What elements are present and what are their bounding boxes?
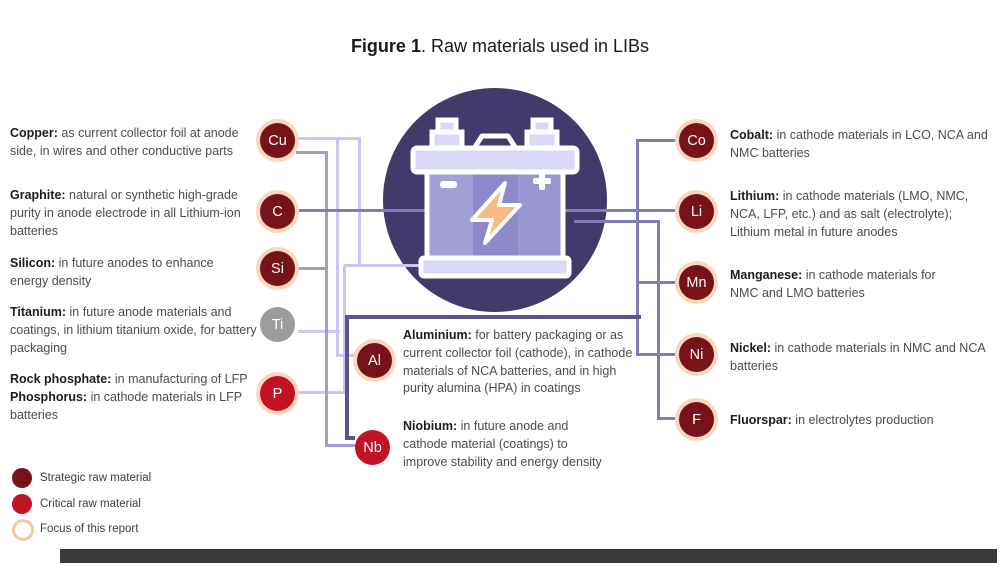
connector-line: [344, 264, 472, 267]
connector-line: [638, 353, 677, 356]
material-niobium-text: Niobium: in future anode and cathode mat…: [403, 419, 602, 469]
battery-icon: [410, 117, 580, 279]
legend-critical-dot: [12, 494, 32, 514]
element-c: C: [260, 194, 295, 229]
minus-terminal-icon: [440, 181, 457, 188]
element-symbol: Nb: [363, 439, 382, 456]
material-manganese-text: Manganese: in cathode materials for NMC …: [730, 268, 936, 300]
connector-line: [298, 391, 347, 394]
connector-line: [345, 436, 355, 440]
element-symbol: C: [272, 203, 283, 220]
connector-line: [638, 281, 677, 284]
material-titanium-text: Titanium: in future anode materials and …: [10, 305, 257, 355]
material-aluminium-text: Aluminium: for battery packaging or as c…: [403, 328, 633, 396]
element-al: Al: [357, 343, 392, 378]
element-nb: Nb: [355, 430, 390, 465]
figure-title: Figure 1. Raw materials used in LIBs: [0, 36, 1000, 57]
lightning-bolt-icon: [470, 181, 522, 245]
element-symbol: Co: [687, 132, 706, 149]
material-lithium-text: Lithium: in cathode materials (LMO, NMC,…: [730, 189, 969, 239]
connector-line: [638, 139, 677, 142]
element-si: Si: [260, 251, 295, 286]
legend-focus-label: Focus of this report: [40, 523, 139, 535]
legend-strategic-dot: [12, 468, 32, 488]
material-cobalt-text: Cobalt: in cathode materials in LCO, NCA…: [730, 128, 988, 160]
connector-line: [298, 330, 340, 333]
connector-line: [657, 221, 660, 420]
connector-line: [636, 139, 639, 356]
element-symbol: Al: [368, 352, 381, 369]
element-symbol: Li: [690, 203, 703, 220]
element-symbol: Cu: [268, 132, 287, 149]
connector-line: [297, 137, 361, 140]
connector-line: [336, 139, 339, 357]
connector-line: [299, 209, 471, 212]
element-symbol: Ti: [271, 316, 284, 333]
connector-line: [325, 151, 328, 447]
figure-title-text: . Raw materials used in LIBs: [420, 36, 650, 56]
element-symbol: Ni: [689, 346, 704, 363]
connector-line: [298, 267, 327, 270]
connector-line: [343, 266, 346, 393]
connector-line: [358, 137, 361, 267]
element-symbol: Si: [271, 260, 284, 277]
element-li: Li: [679, 194, 714, 229]
element-p: P: [260, 376, 295, 411]
element-f: F: [679, 402, 714, 437]
element-co: Co: [679, 123, 714, 158]
element-mn: Mn: [679, 265, 714, 300]
element-ni: Ni: [679, 337, 714, 372]
connector-line: [345, 315, 641, 319]
legend-critical-label: Critical raw material: [40, 498, 141, 510]
connector-line: [325, 444, 357, 447]
connector-line: [574, 220, 660, 223]
element-symbol: F: [692, 411, 701, 428]
material-silicon-text: Silicon: in future anodes to enhance ene…: [10, 256, 214, 288]
material-copper-text: Copper: as current collector foil at ano…: [10, 126, 239, 158]
element-cu: Cu: [260, 123, 295, 158]
element-symbol: P: [272, 385, 283, 402]
legend-focus-dot: [12, 519, 34, 541]
material-nickel-text: Nickel: in cathode materials in NMC and …: [730, 341, 985, 373]
bottom-partial-bar: [60, 549, 997, 563]
material-graphite-text: Graphite: natural or synthetic high-grad…: [10, 188, 241, 238]
connector-line: [529, 209, 677, 212]
figure-label: Figure 1: [350, 36, 421, 56]
connector-line: [296, 151, 328, 154]
element-symbol: Mn: [686, 274, 707, 291]
connector-line: [345, 315, 349, 440]
legend-strategic-label: Strategic raw material: [40, 472, 152, 484]
connector-line: [657, 417, 677, 420]
element-ti: Ti: [260, 307, 295, 342]
material-fluorspar-text: Fluorspar: in electrolytes production: [730, 413, 934, 427]
